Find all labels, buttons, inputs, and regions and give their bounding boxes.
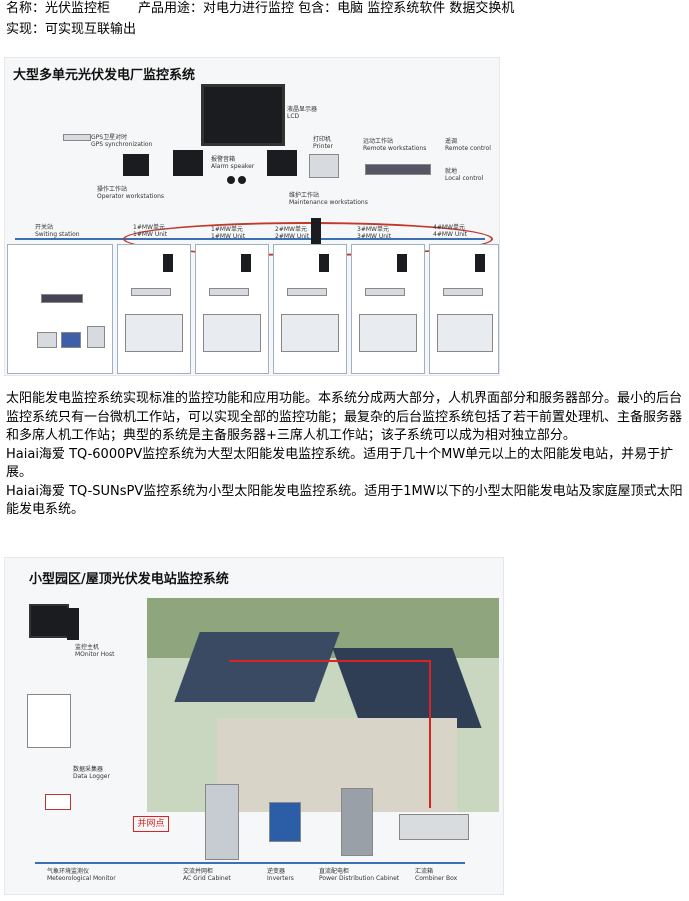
speaker-icon bbox=[227, 176, 235, 184]
unit-box-5 bbox=[429, 244, 499, 374]
unit-switch-1 bbox=[163, 254, 173, 272]
unit-switch-2 bbox=[241, 254, 251, 272]
combiner-box-device bbox=[399, 814, 469, 840]
unit-equipment bbox=[437, 314, 493, 352]
printer-device bbox=[309, 154, 339, 178]
operator-monitor-1 bbox=[123, 154, 149, 176]
station-device bbox=[37, 332, 57, 348]
unit-device bbox=[131, 288, 171, 296]
house-body bbox=[217, 718, 457, 812]
station-device bbox=[61, 332, 81, 348]
monitor-host-tower bbox=[67, 608, 79, 640]
product-name: 名称：光伏监控柜 bbox=[6, 1, 111, 16]
unit-equipment bbox=[359, 314, 417, 352]
pdc-cabinet bbox=[341, 788, 373, 856]
unit-box-4 bbox=[351, 244, 425, 374]
unit-box-3 bbox=[273, 244, 347, 374]
unit-equipment bbox=[125, 314, 183, 352]
unit-device bbox=[365, 288, 405, 296]
grid-point-label: 并网点 bbox=[133, 816, 169, 832]
remote-workstation-device bbox=[365, 164, 431, 175]
product-usage: 产品用途：对电力进行监控 包含：电脑 监控系统软件 数据交换机 bbox=[138, 1, 515, 16]
dc-wire bbox=[429, 660, 431, 808]
unit-equipment bbox=[281, 314, 339, 352]
unit-device bbox=[287, 288, 327, 296]
product-realize: 实现：可实现互联输出 bbox=[6, 22, 137, 37]
maintenance-monitor bbox=[267, 150, 297, 176]
unit-switch-5 bbox=[475, 254, 485, 272]
unit-device bbox=[443, 288, 483, 296]
network-switch-tower bbox=[311, 218, 321, 244]
operator-monitor-2 bbox=[173, 150, 203, 176]
inverter-device bbox=[269, 802, 301, 842]
description-paragraph-2: Haiai海爱 TQ-6000PV监控系统为大型太阳能发电监控系统。适用于几十个… bbox=[6, 446, 674, 481]
unit-box-2 bbox=[195, 244, 269, 374]
switch-device bbox=[41, 294, 83, 303]
house-scene bbox=[147, 598, 499, 812]
ac-grid-cabinet bbox=[205, 784, 239, 860]
description-paragraph-3: Haiai海爱 TQ-SUNsPV监控系统为小型太阳能发电监控系统。适用于1MW… bbox=[6, 483, 683, 518]
unit-switch-3 bbox=[319, 254, 329, 272]
description: 太阳能发电监控系统实现标准的监控功能和应用功能。本系统分成两大部分，人机界面部分… bbox=[6, 390, 686, 520]
speaker-icon bbox=[238, 176, 246, 184]
switching-station-box bbox=[7, 244, 113, 374]
figure2-title: 小型园区/屋顶光伏发电站监控系统 bbox=[29, 572, 229, 587]
header-line-1: 名称：光伏监控柜 产品用途：对电力进行监控 包含：电脑 监控系统软件 数据交换机 bbox=[6, 0, 514, 18]
unit-equipment bbox=[203, 314, 261, 352]
unit-switch-4 bbox=[397, 254, 407, 272]
bottom-wire bbox=[35, 862, 465, 864]
unit-device bbox=[209, 288, 249, 296]
unit-box-1 bbox=[117, 244, 191, 374]
gps-device bbox=[63, 134, 91, 141]
meteorological-device bbox=[45, 794, 71, 810]
station-device bbox=[87, 326, 105, 348]
solar-panel-roof bbox=[174, 632, 340, 702]
lcd-screen bbox=[201, 84, 285, 146]
data-logger-device bbox=[27, 694, 71, 748]
monitor-host-screen bbox=[29, 604, 69, 638]
dc-wire bbox=[229, 660, 429, 662]
description-paragraph-1: 太阳能发电监控系统实现标准的监控功能和应用功能。本系统分成两大部分，人机界面部分… bbox=[6, 391, 683, 443]
figure1-title: 大型多单元光伏发电厂监控系统 bbox=[13, 68, 196, 83]
